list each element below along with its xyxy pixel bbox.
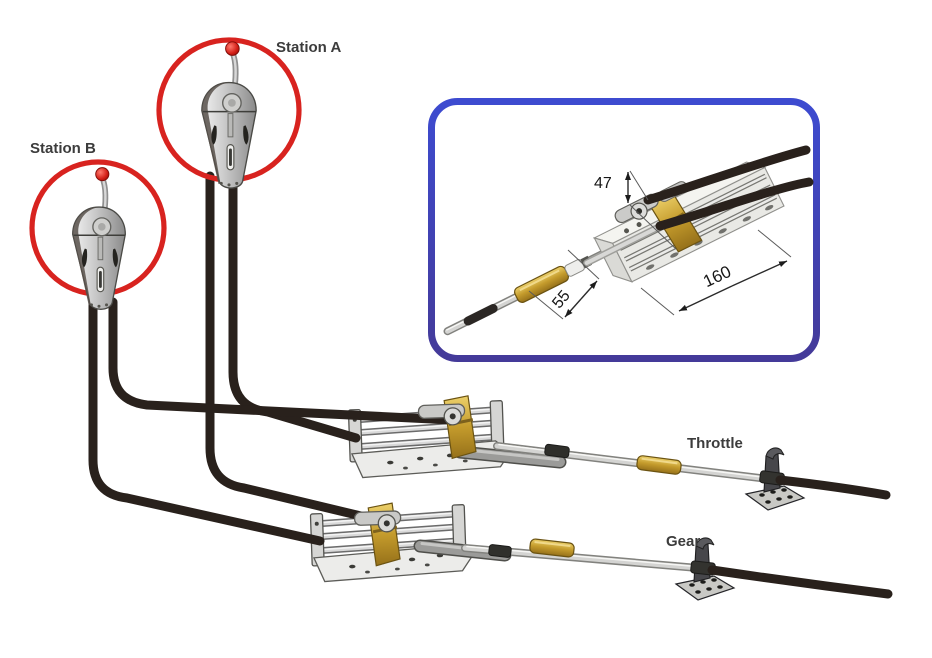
inset-output-cable-2 xyxy=(655,177,814,231)
inset-output-cable-1 xyxy=(643,145,811,205)
station-a-label: Station A xyxy=(276,39,342,56)
throttle-unit-clamp xyxy=(417,395,477,460)
dimension-55-arrow xyxy=(528,249,600,320)
dimension-47-arrow xyxy=(625,170,677,250)
cable-grip xyxy=(463,303,498,326)
gear-label: Gear xyxy=(666,533,701,550)
throttle-damper-cylinder xyxy=(453,445,567,469)
station-a-gear-cable xyxy=(205,171,391,527)
station-b-control-head xyxy=(73,168,126,310)
station-b-label: Station B xyxy=(30,140,96,157)
inset-detail-box xyxy=(428,98,820,362)
throttle-output-cable xyxy=(493,442,891,500)
gear-unit-clamp xyxy=(353,502,402,567)
dim-47-label: 47 xyxy=(594,175,612,192)
station-b-gear-cable xyxy=(88,297,325,546)
station-a-control-head xyxy=(202,42,256,188)
dimension-160-arrow xyxy=(640,229,792,316)
gear-output-cable xyxy=(461,538,893,599)
throttle-label: Throttle xyxy=(687,435,743,452)
station-a-throttle-cable xyxy=(228,171,361,443)
station-b-throttle-cable xyxy=(108,297,457,425)
